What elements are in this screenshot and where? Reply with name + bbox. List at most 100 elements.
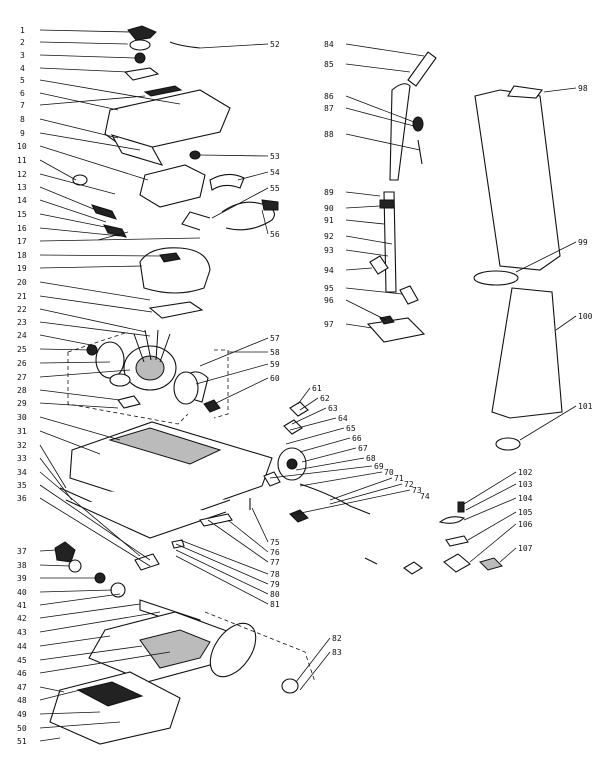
label-52: 52 [270, 40, 280, 49]
part-101-seal [495, 437, 521, 451]
part-drive-belt [209, 622, 257, 678]
label-2: 2 [20, 38, 25, 47]
handle-assembly [366, 51, 437, 343]
label-82: 82 [332, 634, 342, 643]
label-35: 35 [17, 481, 27, 490]
label-79: 79 [270, 580, 280, 589]
part-53 [189, 150, 201, 160]
label-50: 50 [17, 724, 27, 733]
part-82-wheel [281, 678, 299, 694]
leader-lines [39, 29, 577, 742]
label-15: 15 [17, 210, 27, 219]
label-77: 77 [270, 558, 280, 567]
label-91: 91 [324, 216, 334, 225]
part-90-collar [379, 199, 395, 209]
part-68-hub [286, 458, 298, 470]
part-knob [129, 39, 151, 51]
label-23: 23 [17, 318, 27, 327]
label-37: 37 [17, 547, 27, 556]
label-98: 98 [578, 84, 588, 93]
label-87: 87 [324, 104, 334, 113]
part-88-spring [417, 139, 423, 165]
label-6: 6 [20, 89, 25, 98]
part-screw [364, 557, 378, 565]
label-75: 75 [270, 538, 280, 547]
part-motor-hood-knob [159, 252, 181, 263]
part-motor-mount [117, 395, 141, 409]
label-63: 63 [328, 404, 338, 413]
part-washer [68, 559, 82, 573]
label-97: 97 [324, 320, 334, 329]
label-20: 20 [17, 278, 27, 287]
label-83: 83 [332, 648, 342, 657]
part-spring-106 [403, 561, 423, 575]
part-77 [199, 513, 233, 527]
label-105: 105 [518, 508, 533, 517]
label-107: 107 [518, 544, 533, 553]
label-86: 86 [324, 92, 334, 101]
label-13: 13 [17, 183, 27, 192]
part-98-collar [507, 85, 543, 99]
label-1: 1 [20, 26, 25, 35]
label-43: 43 [17, 628, 27, 637]
label-60: 60 [270, 374, 280, 383]
label-57: 57 [270, 334, 280, 343]
part-104 [438, 516, 466, 524]
label-45: 45 [17, 656, 27, 665]
label-46: 46 [17, 669, 27, 678]
label-76: 76 [270, 548, 280, 557]
part-bearing [109, 373, 131, 387]
label-33: 33 [17, 454, 27, 463]
label-68: 68 [366, 454, 376, 463]
label-14: 14 [17, 196, 27, 205]
label-5: 5 [20, 76, 25, 85]
part-74 [289, 509, 309, 523]
part-bracket [110, 134, 164, 166]
label-11: 11 [17, 156, 27, 165]
label-41: 41 [17, 601, 27, 610]
label-100: 100 [578, 312, 593, 321]
label-36: 36 [17, 494, 27, 503]
part-switch [134, 52, 146, 64]
part-94 [369, 255, 389, 275]
label-89: 89 [324, 188, 334, 197]
label-65: 65 [346, 424, 356, 433]
label-7: 7 [20, 101, 25, 110]
label-99: 99 [578, 238, 588, 247]
part-gasket [148, 301, 204, 319]
label-32: 32 [17, 441, 27, 450]
label-104: 104 [518, 494, 533, 503]
label-84: 84 [324, 40, 334, 49]
part-nozzle-opening [76, 681, 144, 707]
part-59-fan-cover [173, 371, 199, 405]
label-81: 81 [270, 600, 280, 609]
part-55 [181, 211, 211, 231]
label-47: 47 [17, 683, 27, 692]
part-wheel [54, 541, 76, 563]
label-42: 42 [17, 614, 27, 623]
part-63 [283, 419, 303, 435]
label-30: 30 [17, 413, 27, 422]
part-motor-hood [139, 247, 211, 294]
label-16: 16 [17, 224, 27, 233]
part-107 [479, 557, 503, 571]
label-64: 64 [338, 414, 348, 423]
label-67: 67 [358, 444, 368, 453]
label-88: 88 [324, 130, 334, 139]
part-clip [91, 204, 117, 220]
part-95 [399, 285, 419, 305]
label-93: 93 [324, 246, 334, 255]
label-85: 85 [324, 60, 334, 69]
part-88-upper-tube [389, 83, 411, 181]
label-12: 12 [17, 170, 27, 179]
label-25: 25 [17, 345, 27, 354]
label-103: 103 [518, 480, 533, 489]
label-10: 10 [17, 142, 27, 151]
label-40: 40 [17, 588, 27, 597]
label-62: 62 [320, 394, 330, 403]
label-66: 66 [352, 434, 362, 443]
part-56-cord [221, 201, 275, 231]
label-74: 74 [420, 492, 430, 501]
part-54-clamp [209, 173, 245, 191]
